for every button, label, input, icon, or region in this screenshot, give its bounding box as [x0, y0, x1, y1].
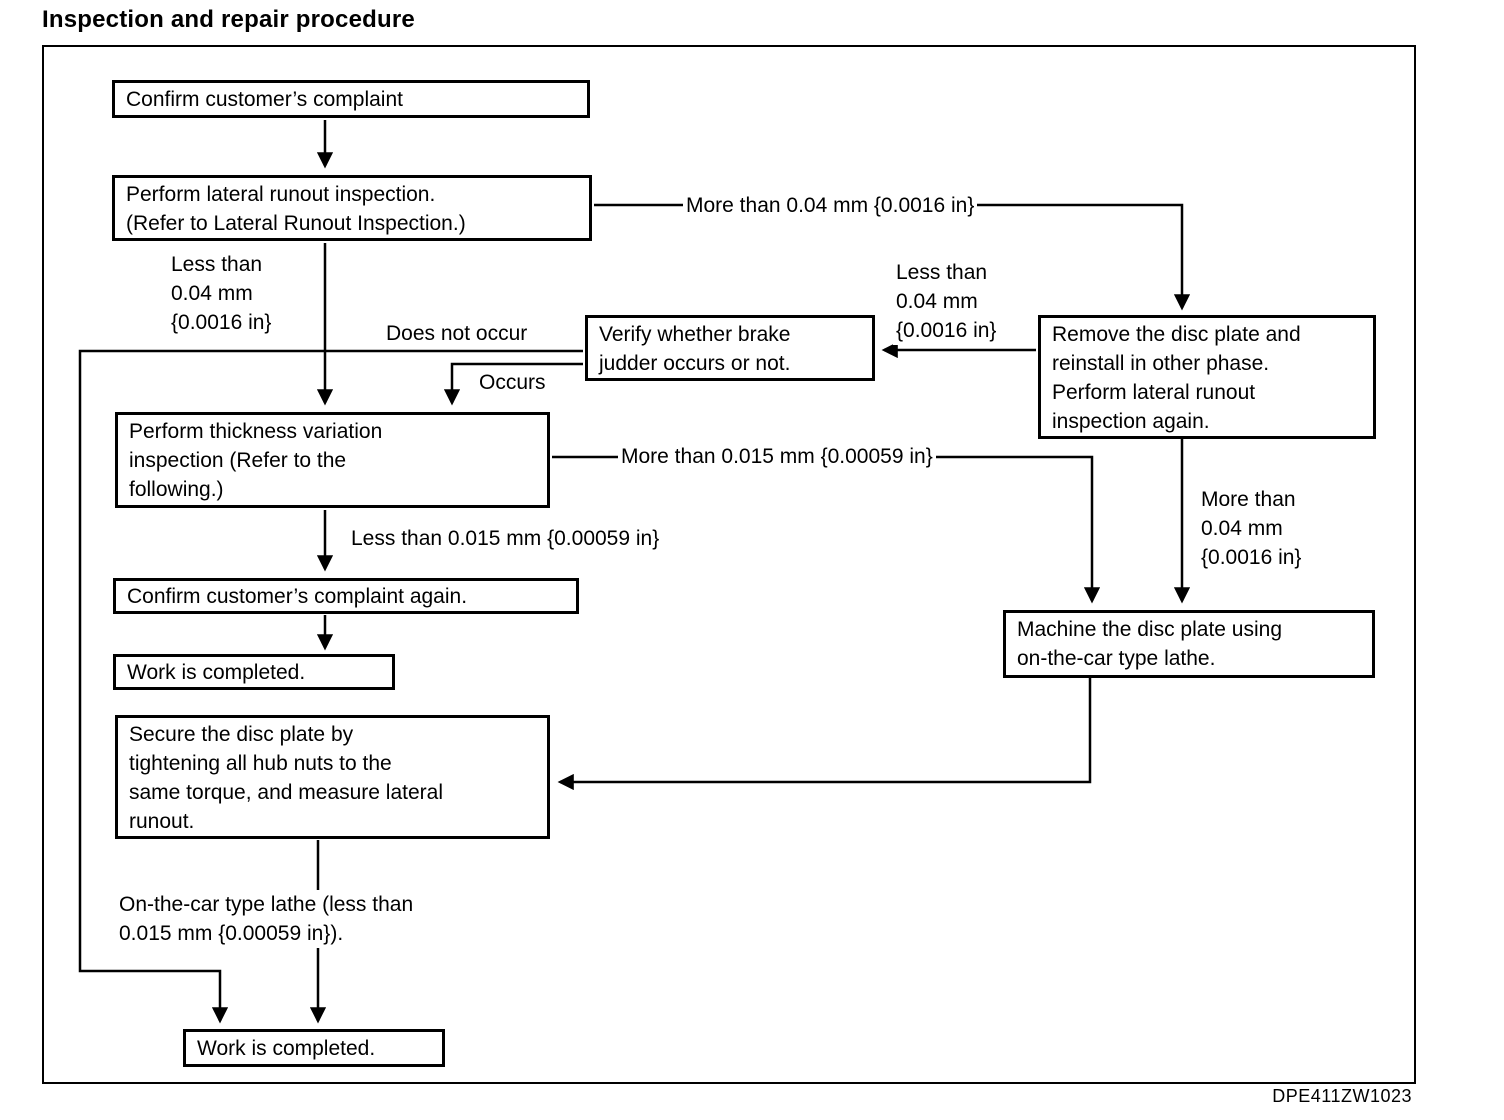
edge-label-more-than-004-right: More than 0.04 mm {0.0016 in} [1198, 485, 1305, 572]
edge-label-occurs: Occurs [476, 368, 549, 397]
node-lateral-runout-inspection: Perform lateral runout inspection. (Refe… [112, 175, 592, 241]
node-thickness-variation: Perform thickness variation inspection (… [115, 412, 550, 508]
edge-label-less-than-004-left: Less than 0.04 mm {0.0016 in} [168, 250, 275, 337]
connector-machine-to-secure [557, 678, 1092, 791]
connector-verify-occurs-to-thickness [443, 362, 583, 406]
node-remove-disc-plate: Remove the disc plate and reinstall in o… [1038, 315, 1376, 439]
node-work-completed-final: Work is completed. [183, 1029, 445, 1067]
connector-verify-does-not-occur-to-completed [78, 349, 583, 1024]
node-secure-disc-plate: Secure the disc plate by tightening all … [115, 715, 550, 839]
figure-code: DPE411ZW1023 [1272, 1086, 1412, 1106]
node-machine-disc-plate: Machine the disc plate using on-the-car … [1003, 610, 1375, 678]
edge-label-less-than-004-mid: Less than 0.04 mm {0.0016 in} [893, 258, 1000, 345]
edge-label-more-than-0015: More than 0.015 mm {0.00059 in} [618, 442, 936, 471]
edge-label-does-not-occur: Does not occur [383, 319, 531, 348]
node-work-completed-first: Work is completed. [113, 654, 395, 690]
node-confirm-complaint: Confirm customer’s complaint [112, 80, 590, 118]
node-confirm-complaint-again: Confirm customer’s complaint again. [113, 578, 579, 614]
page-title: Inspection and repair procedure [42, 6, 415, 33]
node-verify-brake-judder: Verify whether brake judder occurs or no… [585, 315, 875, 381]
connector-runout-more-to-remove [594, 203, 1191, 311]
edge-label-on-the-car-lathe: On-the-car type lathe (less than 0.015 m… [116, 890, 517, 948]
edge-label-less-than-0015: Less than 0.015 mm {0.00059 in} [348, 524, 663, 553]
edge-label-more-than-004-top: More than 0.04 mm {0.0016 in} [683, 191, 978, 220]
